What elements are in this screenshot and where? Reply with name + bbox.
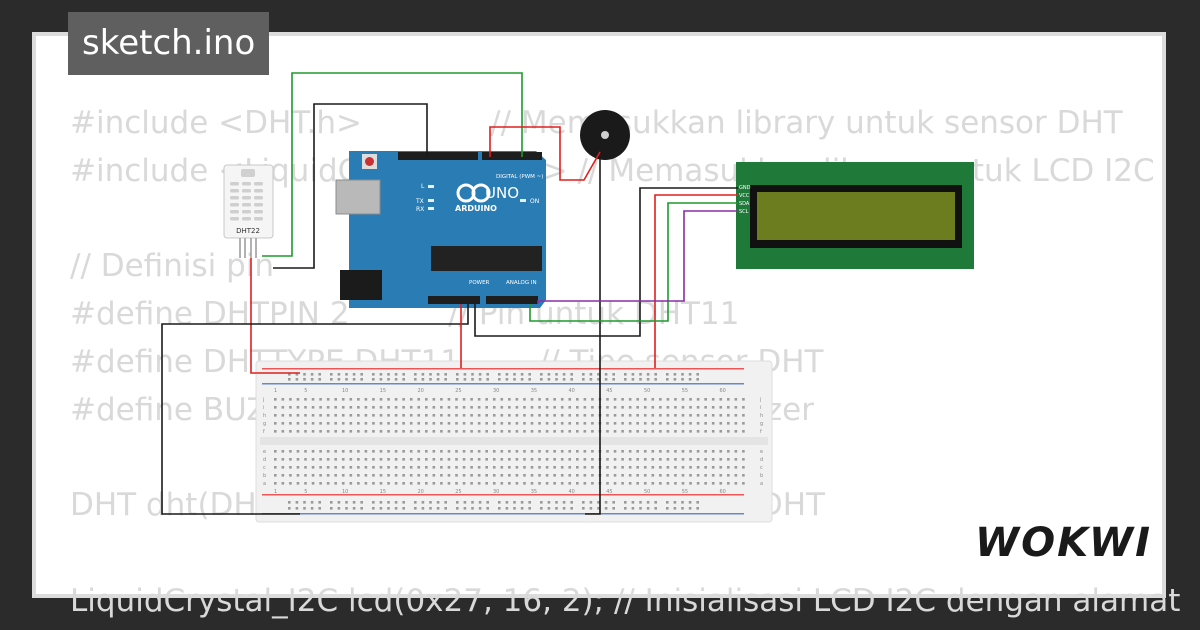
- wire-green-dht: [262, 72, 523, 257]
- breadboard-column-number: 30: [493, 489, 499, 495]
- usb-port-icon: [335, 179, 381, 215]
- breadboard-row-letter: d: [263, 457, 266, 463]
- code-line: #define DHTPIN 2 // Pin untuk DHT11: [70, 296, 740, 333]
- arduino-brand-label: ARDUINO: [455, 204, 497, 213]
- breadboard-row-letter: e: [760, 449, 763, 455]
- breadboard-column-number: 50: [644, 388, 650, 394]
- breadboard-holes: [274, 373, 745, 510]
- breadboard-row-letter: i: [263, 405, 264, 411]
- wire-red-buzzer: [489, 126, 601, 181]
- breadboard-column-number: 55: [682, 489, 688, 495]
- breadboard-row-letter: f: [760, 429, 762, 435]
- buzzer[interactable]: [580, 110, 630, 160]
- breadboard-column-number: 35: [531, 388, 537, 394]
- breadboard-column-number: 20: [417, 489, 423, 495]
- breadboard-column-number: 40: [568, 489, 574, 495]
- breadboard-column-number: 40: [568, 388, 574, 394]
- dht-sensor[interactable]: DHT22: [223, 164, 274, 258]
- on-led-label: ON: [530, 198, 539, 205]
- breadboard-row-letter: g: [263, 421, 266, 427]
- breadboard-column-number: 25: [455, 388, 461, 394]
- breadboard-column-number: 1: [274, 388, 277, 394]
- breadboard-row-letter: c: [263, 465, 266, 471]
- breadboard-column-number: 15: [380, 489, 386, 495]
- breadboard-column-number: 60: [719, 489, 725, 495]
- breadboard-row-letter: i: [760, 405, 761, 411]
- lcd-pin-gnd: GND: [739, 185, 751, 191]
- dht-grille: [230, 182, 263, 221]
- wires: [161, 72, 738, 515]
- breadboard-column-number: 20: [417, 388, 423, 394]
- breadboard-column-number: 55: [682, 388, 688, 394]
- lcd-pin-scl: SCL: [739, 209, 749, 215]
- wokwi-logo: WOKWI: [975, 520, 1153, 566]
- dht-label: DHT22: [236, 227, 260, 235]
- breadboard-column-number: 45: [606, 388, 612, 394]
- wire-green-lcd-sda: [529, 202, 738, 322]
- arduino-uno[interactable]: UNO ARDUINO DIGITAL (PWM ~) POWER ANALOG…: [335, 151, 546, 308]
- breadboard-row-letter: j: [262, 397, 264, 403]
- arduino-model-label: UNO: [485, 184, 519, 202]
- power-jack-icon: [340, 270, 382, 300]
- power-pins-label: POWER: [469, 280, 490, 286]
- project-title-tab[interactable]: sketch.ino: [68, 12, 270, 75]
- breadboard-row-letter: d: [760, 457, 763, 463]
- breadboard-row-letter: a: [263, 481, 266, 487]
- wire-purple-lcd-scl: [537, 210, 738, 304]
- wire-black-dht: [273, 103, 428, 269]
- breadboard[interactable]: 1155101015152020252530303535404045455050…: [255, 360, 773, 523]
- breadboard-row-letter: e: [263, 449, 266, 455]
- rx-led-label: RX: [416, 206, 424, 213]
- code-line: LiquidCrystal_I2C lcd(0x27, 16, 2); // I…: [70, 582, 1181, 619]
- breadboard-row-letter: b: [263, 473, 266, 479]
- analog-pins-label: ANALOG IN: [506, 280, 537, 286]
- wire-red-lcd-vcc: [654, 194, 738, 368]
- breadboard-row-letter: j: [759, 397, 761, 403]
- breadboard-column-number: 5: [304, 388, 307, 394]
- breadboard-column-number: 1: [274, 489, 277, 495]
- wire-black-buzzer: [585, 158, 601, 515]
- breadboard-column-number: 45: [606, 489, 612, 495]
- breadboard-column-number: 10: [342, 388, 348, 394]
- breadboard-column-number: 50: [644, 489, 650, 495]
- breadboard-column-number: 10: [342, 489, 348, 495]
- breadboard-row-letter: b: [760, 473, 763, 479]
- breadboard-row-letter: a: [760, 481, 763, 487]
- breadboard-column-number: 30: [493, 388, 499, 394]
- breadboard-column-numbers: 1155101015152020252530303535404045455050…: [274, 388, 726, 495]
- l-led-label: L: [421, 183, 425, 190]
- wire-black-lcd-gnd: [474, 187, 738, 337]
- lcd-i2c-display[interactable]: GND VCC SDA SCL: [736, 162, 974, 269]
- breadboard-row-letter: g: [760, 421, 763, 427]
- wire-black-gnd: [161, 304, 469, 515]
- breadboard-column-number: 15: [380, 388, 386, 394]
- breadboard-row-letter: h: [263, 413, 266, 419]
- breadboard-row-letter: c: [760, 465, 763, 471]
- lcd-pin-sda: SDA: [739, 201, 750, 207]
- breadboard-row-letter: h: [760, 413, 763, 419]
- breadboard-column-number: 25: [455, 489, 461, 495]
- breadboard-column-number: 35: [531, 489, 537, 495]
- digital-pins-label: DIGITAL (PWM ~): [496, 174, 543, 180]
- code-line: // Definisi pin: [70, 248, 275, 285]
- reset-button[interactable]: [365, 157, 374, 166]
- wire-red-dht: [250, 258, 300, 374]
- tx-led-label: TX: [415, 198, 424, 205]
- breadboard-row-letter: f: [263, 429, 265, 435]
- breadboard-column-number: 5: [304, 489, 307, 495]
- breadboard-column-number: 60: [719, 388, 725, 394]
- lcd-pin-vcc: VCC: [739, 193, 750, 199]
